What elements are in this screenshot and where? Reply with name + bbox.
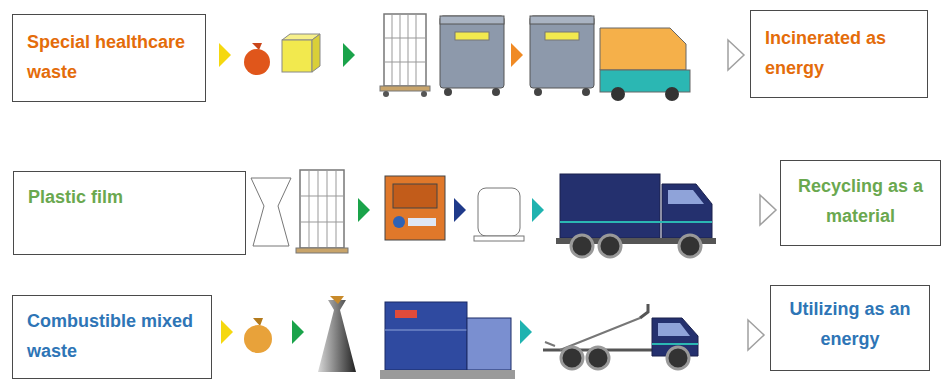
wheel xyxy=(383,91,389,97)
box-text: Incinerated as energy xyxy=(765,23,913,83)
cage-bars xyxy=(300,170,344,248)
cage-trolley xyxy=(384,14,426,86)
bin-label xyxy=(455,32,489,40)
truck-rails xyxy=(545,318,640,350)
trolley-base xyxy=(380,86,430,91)
compactor-base xyxy=(380,370,515,379)
box-text: Recycling as a material xyxy=(786,171,936,231)
truck-window xyxy=(668,190,704,204)
wheel xyxy=(679,235,701,257)
truck-body xyxy=(560,174,660,238)
result-chevron xyxy=(728,40,744,70)
trolley-base xyxy=(296,248,348,253)
compactor-hopper xyxy=(467,318,511,370)
bin-lid xyxy=(440,16,504,24)
flow-chevron xyxy=(358,198,370,222)
flow-chevron xyxy=(454,198,466,222)
box-text: Plastic film xyxy=(28,182,231,212)
baler-label xyxy=(408,218,436,226)
wheel xyxy=(571,235,593,257)
truck-window xyxy=(658,323,690,336)
film-bale xyxy=(478,188,520,236)
bag-knot xyxy=(253,318,263,326)
result-box: Incinerated as energy xyxy=(750,10,928,98)
box-side xyxy=(312,34,320,72)
baler-logo xyxy=(393,216,405,228)
film-stand xyxy=(251,178,291,246)
baler-door xyxy=(393,184,437,208)
truck-stripe xyxy=(652,343,698,345)
compactor-label xyxy=(395,310,417,318)
result-chevron xyxy=(760,195,776,225)
bin-label xyxy=(545,32,579,40)
waste-bag xyxy=(244,49,270,75)
truck-cab xyxy=(662,184,712,238)
flow-chevron xyxy=(292,320,304,344)
cage-trolley xyxy=(300,170,344,248)
result-box: Recycling as a material xyxy=(780,160,941,246)
wheel xyxy=(587,347,609,369)
wheel xyxy=(492,88,500,96)
cage-bars xyxy=(384,14,426,86)
flow-chevron xyxy=(219,43,231,67)
box-text: Special healthcare waste xyxy=(27,27,191,87)
bag-knot xyxy=(252,43,262,50)
waste-type-box: Combustible mixed waste xyxy=(12,295,212,379)
flow-chevron xyxy=(221,320,233,344)
bin-lid xyxy=(530,16,594,24)
wheel xyxy=(611,87,625,101)
wheel xyxy=(444,88,452,96)
box-text: Utilizing as an energy xyxy=(775,294,925,354)
waste-bin xyxy=(440,16,504,88)
flow-chevron xyxy=(532,198,544,222)
waste-type-box: Plastic film xyxy=(13,171,246,255)
flow-chevron xyxy=(511,43,523,67)
sack-holder xyxy=(318,300,356,372)
waste-bin xyxy=(530,16,594,88)
wheel xyxy=(421,91,427,97)
compactor xyxy=(385,302,467,370)
result-chevron xyxy=(748,320,764,350)
sharps-box xyxy=(282,40,312,72)
wheel xyxy=(534,88,542,96)
waste-type-box: Special healthcare waste xyxy=(12,14,206,102)
waste-bag xyxy=(244,325,272,353)
wheel xyxy=(582,88,590,96)
wheel xyxy=(561,347,583,369)
compactor-seam xyxy=(385,330,467,331)
result-box: Utilizing as an energy xyxy=(770,285,930,371)
wheel xyxy=(667,347,689,369)
wheel xyxy=(665,87,679,101)
sack-top xyxy=(330,296,344,304)
wheel xyxy=(599,235,621,257)
box-text: Combustible mixed waste xyxy=(27,306,197,366)
truck-stripe xyxy=(560,221,712,223)
flow-chevron xyxy=(520,320,532,344)
van-body xyxy=(600,28,686,70)
film-baler xyxy=(385,176,445,240)
flow-chevron xyxy=(343,43,355,67)
hook-arm xyxy=(640,304,648,318)
pallet xyxy=(474,236,524,241)
